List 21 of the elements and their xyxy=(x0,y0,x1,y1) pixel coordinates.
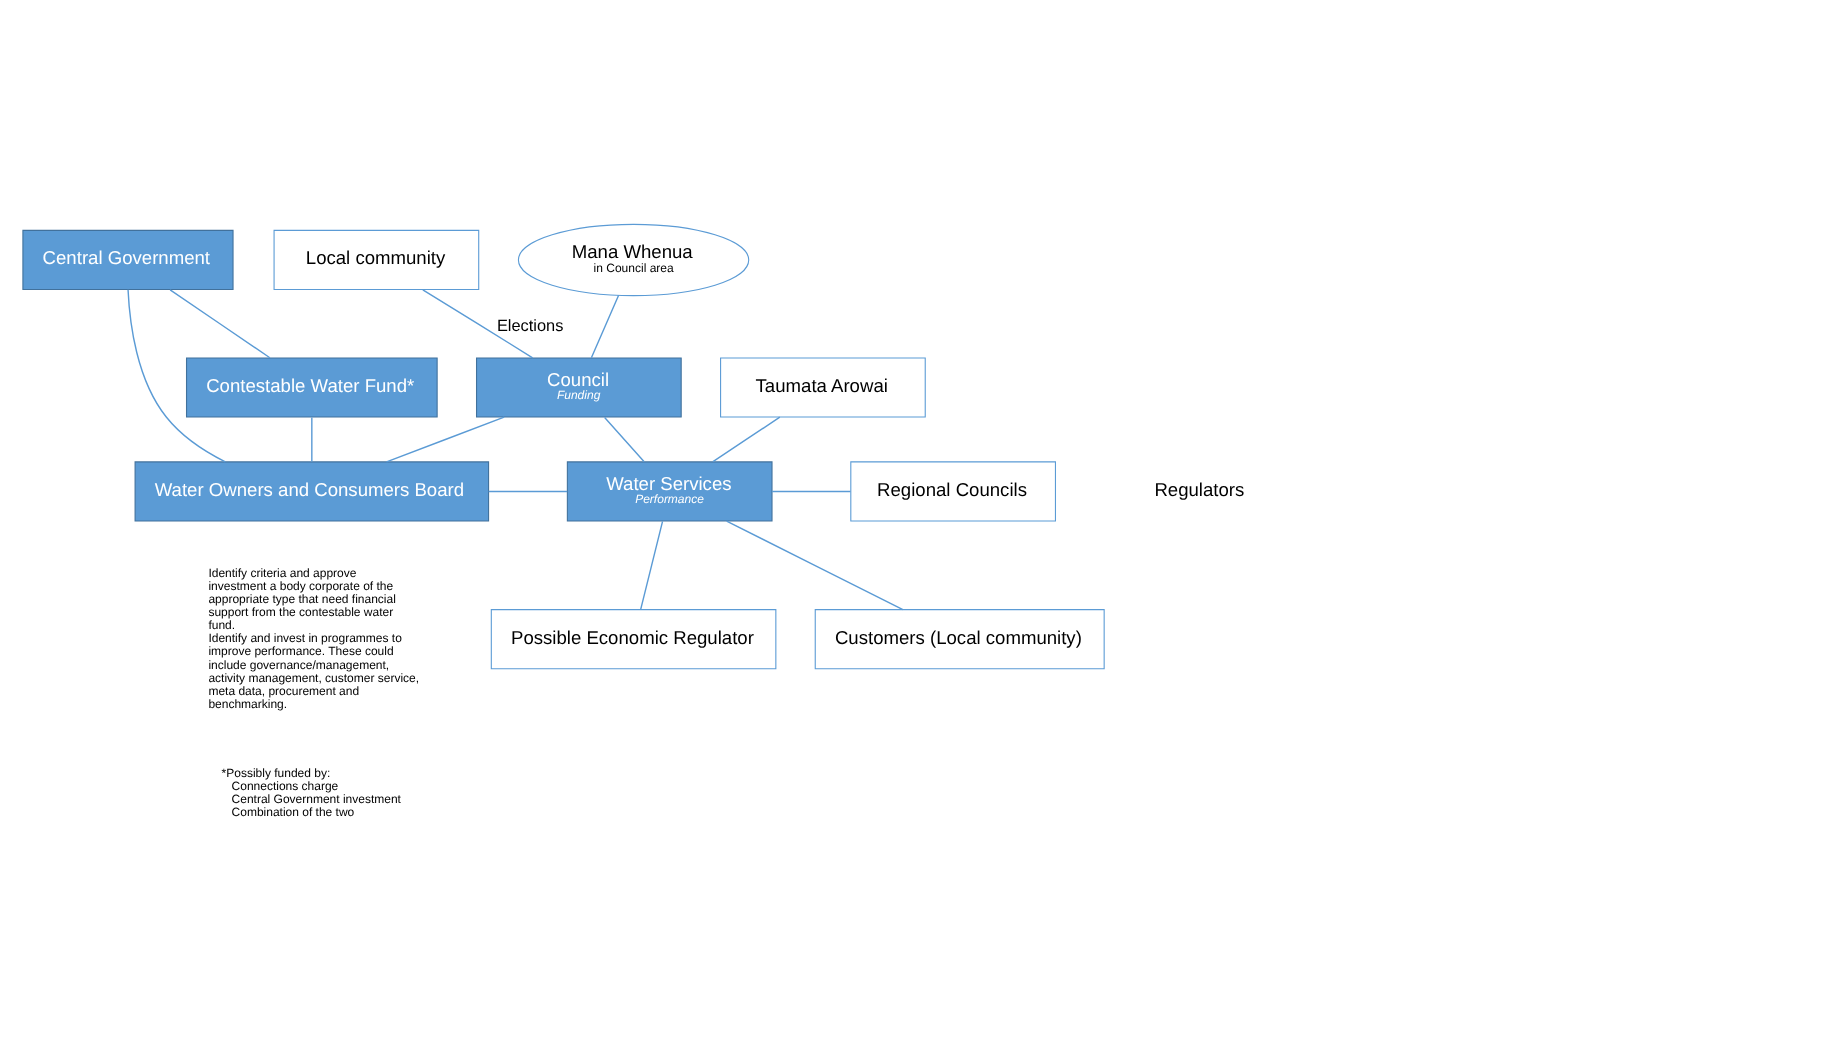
node-box: Customers (Local community) xyxy=(814,609,1105,670)
connector xyxy=(127,289,227,463)
node-box: Possible Economic Regulator xyxy=(490,609,777,670)
connector xyxy=(487,490,568,493)
node-box: Central Government xyxy=(22,229,234,291)
node-box: Regional Councils xyxy=(850,461,1056,522)
connector xyxy=(771,490,852,493)
node-box: Water Owners and Consumers Board xyxy=(134,461,490,522)
connector xyxy=(385,416,505,463)
connector xyxy=(311,416,313,463)
node-box: Contestable Water Fund* xyxy=(185,357,438,418)
label: Regulators xyxy=(1154,479,1245,500)
connector xyxy=(590,294,620,359)
connector xyxy=(603,416,645,463)
node-box: Local community xyxy=(273,229,480,291)
connector xyxy=(640,520,664,611)
connector xyxy=(712,416,781,463)
connector xyxy=(169,289,271,359)
connector xyxy=(422,289,534,359)
connector xyxy=(725,520,904,611)
node-box: Taumata Arowai xyxy=(720,357,926,418)
